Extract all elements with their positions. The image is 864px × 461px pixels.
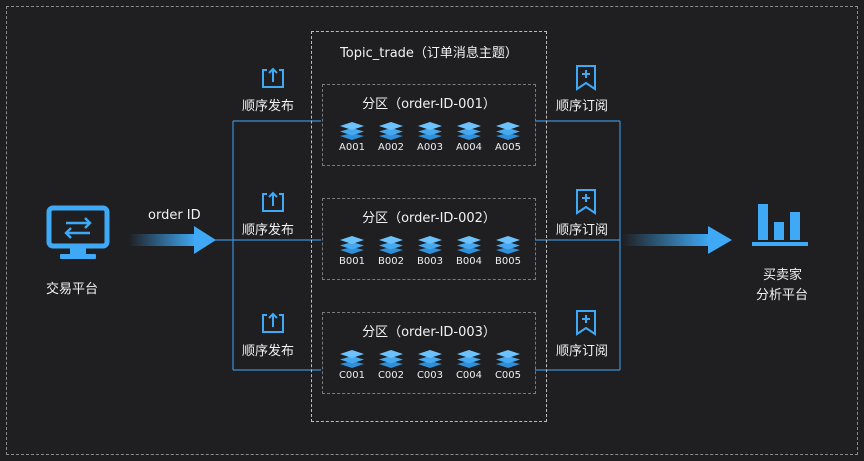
- layers-stack-icon: [457, 236, 481, 254]
- subscribe-bus: [535, 120, 621, 371]
- message-item: A002: [374, 121, 408, 153]
- message-item: C002: [374, 349, 408, 381]
- target-label-line1: 买卖家: [763, 268, 803, 283]
- output-arrow: [622, 226, 732, 254]
- layers-stack-icon: [496, 350, 520, 368]
- message-item: B002: [374, 235, 408, 267]
- subscribe-label-3: 顺序订阅: [556, 344, 609, 359]
- message-item: C001: [335, 349, 369, 381]
- order-id-arrow: [128, 226, 216, 254]
- publish-label-2: 顺序发布: [242, 223, 295, 238]
- upload-icon: [262, 67, 284, 88]
- topic-container: Topic_trade（订单消息主题） 分区（order-ID-001） A00…: [311, 31, 547, 422]
- partition-title: 分区（order-ID-002）: [362, 211, 496, 226]
- message-item: B004: [452, 235, 486, 267]
- message-item: B001: [335, 235, 369, 267]
- message-item: A005: [491, 121, 525, 153]
- message-item: A003: [413, 121, 447, 153]
- upload-icon: [262, 312, 284, 333]
- partition-title: 分区（order-ID-001）: [362, 97, 496, 112]
- layers-stack-icon: [457, 350, 481, 368]
- partition-title: 分区（order-ID-003）: [362, 325, 496, 340]
- partition-1: 分区（order-ID-001） A001 A002 A003 A004 A00…: [322, 84, 536, 166]
- message-item: C003: [413, 349, 447, 381]
- message-item: A001: [335, 121, 369, 153]
- message-item: B005: [491, 235, 525, 267]
- bookmark-plus-icon: [576, 310, 596, 336]
- layers-stack-icon: [418, 122, 442, 140]
- layers-stack-icon: [418, 236, 442, 254]
- layers-stack-icon: [379, 236, 403, 254]
- message-item: C004: [452, 349, 486, 381]
- monitor-transfer-icon: [46, 205, 110, 259]
- order-id-label: order ID: [148, 208, 201, 223]
- subscribe-label-2: 顺序订阅: [556, 223, 609, 238]
- publish-bus: [215, 120, 321, 371]
- bookmark-plus-icon: [576, 65, 596, 91]
- publish-label-1: 顺序发布: [242, 99, 295, 114]
- layers-stack-icon: [340, 350, 364, 368]
- layers-stack-icon: [496, 236, 520, 254]
- message-item: A004: [452, 121, 486, 153]
- layers-stack-icon: [418, 350, 442, 368]
- layers-stack-icon: [379, 350, 403, 368]
- layers-stack-icon: [340, 122, 364, 140]
- layers-stack-icon: [496, 122, 520, 140]
- target-label-line2: 分析平台: [756, 288, 809, 303]
- diagram-frame: [6, 6, 858, 455]
- source-label: 交易平台: [46, 282, 99, 297]
- partition-3: 分区（order-ID-003） C001 C002 C003 C004 C00…: [322, 312, 536, 394]
- publish-label-3: 顺序发布: [242, 344, 295, 359]
- topic-title: Topic_trade（订单消息主题）: [340, 46, 518, 61]
- layers-stack-icon: [379, 122, 403, 140]
- subscribe-label-1: 顺序订阅: [556, 99, 609, 114]
- bar-chart-icon: [752, 204, 808, 246]
- partition-2: 分区（order-ID-002） B001 B002 B003 B004 B00…: [322, 198, 536, 280]
- bookmark-plus-icon: [576, 189, 596, 215]
- message-item: C005: [491, 349, 525, 381]
- message-item: B003: [413, 235, 447, 267]
- layers-stack-icon: [457, 122, 481, 140]
- layers-stack-icon: [340, 236, 364, 254]
- upload-icon: [262, 191, 284, 212]
